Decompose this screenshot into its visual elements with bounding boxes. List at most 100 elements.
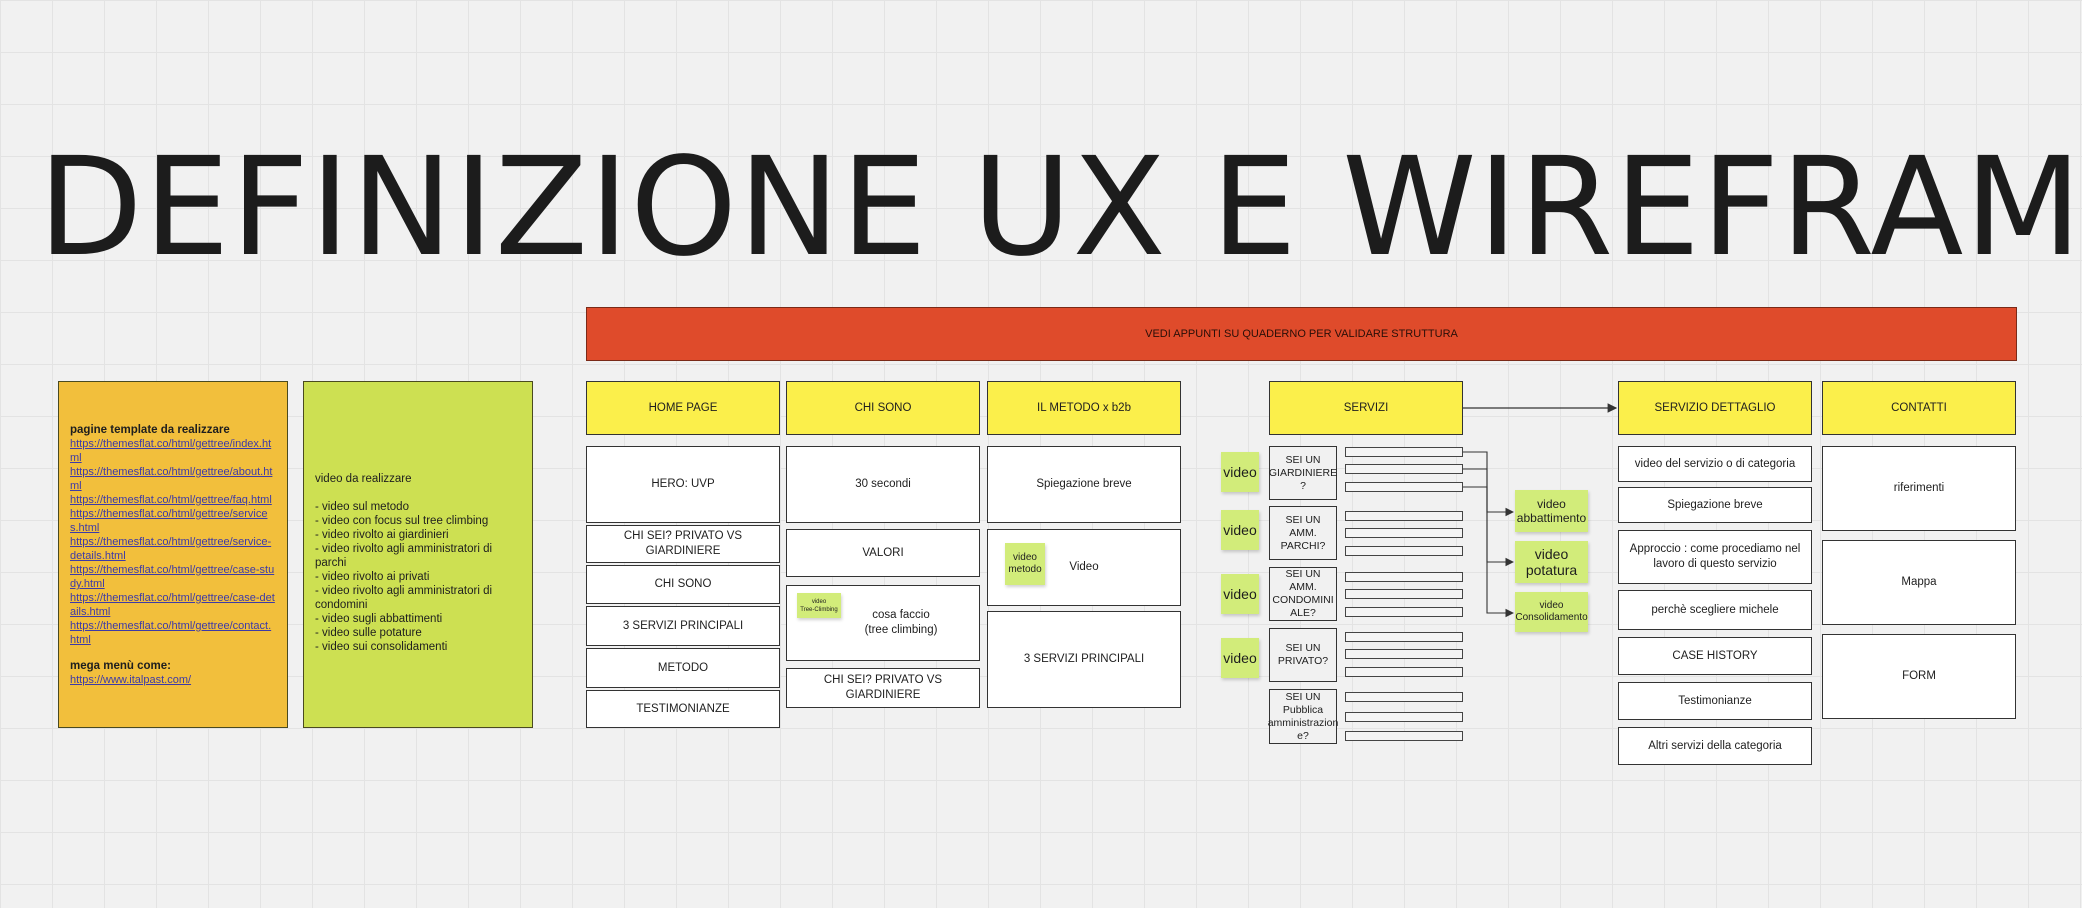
option-bar[interactable] (1345, 447, 1463, 457)
contatti-riferimenti-block[interactable]: riferimenti (1822, 446, 2016, 531)
home-chi-sei-block[interactable]: CHI SEI? PRIVATO VS GIARDINIERE (586, 525, 780, 563)
home-chi-sono-block[interactable]: CHI SONO (586, 565, 780, 604)
dettaglio-spiegazione-block[interactable]: Spiegazione breve (1618, 487, 1812, 523)
option-bar[interactable] (1345, 482, 1463, 492)
option-bar[interactable] (1345, 632, 1463, 642)
home-hero-block[interactable]: HERO: UVP (586, 446, 780, 523)
option-bar[interactable] (1345, 692, 1463, 702)
video-list-item: - video rivolto agli amministratori di p… (315, 543, 493, 569)
video-list-item: - video sui consolidamenti (315, 641, 448, 653)
dettaglio-perche-block[interactable]: perchè scegliere michele (1618, 590, 1812, 630)
block-label: cosa faccio (tree climbing) (864, 609, 938, 636)
header-label: CHI SONO (854, 402, 912, 414)
sticky-label: video potatura (1525, 546, 1578, 578)
abbattimento-connector (1463, 451, 1515, 517)
video-sticky[interactable]: video (1221, 638, 1259, 678)
video-sticky[interactable]: video (1221, 574, 1259, 614)
option-bar[interactable] (1345, 712, 1463, 722)
dettaglio-approccio-block[interactable]: Approccio : come procediamo nel lavoro d… (1618, 530, 1812, 584)
block-label: Altri servizi della categoria (1648, 739, 1782, 752)
dettaglio-altri-servizi-block[interactable]: Altri servizi della categoria (1618, 727, 1812, 765)
option-bar[interactable] (1345, 464, 1463, 474)
block-label: Spiegazione breve (1036, 478, 1132, 490)
block-label: CASE HISTORY (1672, 649, 1758, 662)
video-list-item: - video sul metodo (315, 501, 409, 513)
home-testimonianze-block[interactable]: TESTIMONIANZE (586, 690, 780, 728)
dettaglio-case-history-block[interactable]: CASE HISTORY (1618, 637, 1812, 675)
sticky-label: video (1223, 650, 1257, 666)
template-pages-note[interactable]: pagine template da realizzare https://th… (58, 381, 288, 728)
block-label: video del servizio o di categoria (1634, 457, 1796, 470)
option-bar[interactable] (1345, 511, 1463, 521)
template-link[interactable]: https://themesflat.co/html/gettree/case-… (70, 592, 275, 618)
question-label: SEI UN Pubblica amministrazion e? (1267, 690, 1339, 742)
question-amm-parchi[interactable]: SEI UN AMM. PARCHI? (1269, 506, 1337, 560)
sticky-label: video (1223, 522, 1257, 538)
contatti-form-block[interactable]: FORM (1822, 634, 2016, 719)
block-label: CHI SEI? PRIVATO VS GIARDINIERE (823, 674, 943, 701)
dettaglio-video-block[interactable]: video del servizio o di categoria (1618, 446, 1812, 482)
header-label: SERVIZI (1343, 402, 1389, 414)
header-label: IL METODO x b2b (1037, 402, 1131, 414)
option-bar[interactable] (1345, 607, 1463, 617)
video-list-item: - video con focus sul tree climbing (315, 515, 489, 527)
template-link[interactable]: https://themesflat.co/html/gettree/conta… (70, 620, 272, 646)
sticky-label: video abbattimento (1516, 497, 1587, 525)
metodo-header[interactable]: IL METODO x b2b (987, 381, 1181, 435)
template-link[interactable]: https://themesflat.co/html/gettree/servi… (70, 536, 272, 562)
home-page-header[interactable]: HOME PAGE (586, 381, 780, 435)
contatti-mappa-block[interactable]: Mappa (1822, 540, 2016, 625)
video-sticky[interactable]: video (1221, 452, 1259, 492)
chi-sono-chi-sei-block[interactable]: CHI SEI? PRIVATO VS GIARDINIERE (786, 668, 980, 708)
home-metodo-block[interactable]: METODO (586, 648, 780, 688)
block-label: perchè scegliere michele (1651, 603, 1779, 616)
video-potatura-sticky[interactable]: video potatura (1515, 541, 1588, 583)
question-privato[interactable]: SEI UN PRIVATO? (1269, 628, 1337, 682)
header-label: SERVIZIO DETTAGLIO (1654, 402, 1776, 414)
video-list-item: - video rivolto ai privati (315, 571, 430, 583)
chi-sono-header[interactable]: CHI SONO (786, 381, 980, 435)
validation-banner[interactable]: VEDI APPUNTI SU QUADERNO PER VALIDARE ST… (586, 307, 2017, 361)
sticky-label: video (1223, 586, 1257, 602)
videos-note-heading: video da realizzare (315, 473, 412, 485)
block-label: VALORI (862, 546, 904, 559)
option-bar[interactable] (1345, 589, 1463, 599)
option-bar[interactable] (1345, 649, 1463, 659)
template-link[interactable]: https://themesflat.co/html/gettree/index… (70, 438, 272, 464)
question-amm-condominiale[interactable]: SEI UN AMM. CONDOMINI ALE? (1269, 567, 1337, 621)
mega-menu-link[interactable]: https://www.italpast.com/ (70, 674, 192, 686)
metodo-spiegazione-block[interactable]: Spiegazione breve (987, 446, 1181, 523)
video-list-item: - video sugli abbattimenti (315, 613, 443, 625)
template-note-heading: pagine template da realizzare (70, 424, 230, 436)
option-bar[interactable] (1345, 528, 1463, 538)
template-link[interactable]: https://themesflat.co/html/gettree/faq.h… (70, 494, 272, 506)
sticky-label: video metodo (1008, 552, 1042, 575)
chi-sono-valori-block[interactable]: VALORI (786, 529, 980, 577)
block-label: riferimenti (1893, 482, 1945, 494)
servizio-dettaglio-header[interactable]: SERVIZIO DETTAGLIO (1618, 381, 1812, 435)
dettaglio-testimonianze-block[interactable]: Testimonianze (1618, 682, 1812, 720)
option-bar[interactable] (1345, 731, 1463, 741)
metodo-servizi-block[interactable]: 3 SERVIZI PRINCIPALI (987, 611, 1181, 708)
template-link[interactable]: https://themesflat.co/html/gettree/servi… (70, 508, 268, 534)
template-link[interactable]: https://themesflat.co/html/gettree/about… (70, 466, 273, 492)
option-bar[interactable] (1345, 572, 1463, 582)
block-label: Testimonianze (1678, 694, 1752, 707)
template-link[interactable]: https://themesflat.co/html/gettree/case-… (70, 564, 275, 590)
video-consolidamento-sticky[interactable]: video Consolidamento (1515, 592, 1588, 632)
video-sticky[interactable]: video (1221, 510, 1259, 550)
option-bar[interactable] (1345, 667, 1463, 677)
video-abbattimento-sticky[interactable]: video abbattimento (1515, 490, 1588, 532)
question-pubblica-amm[interactable]: SEI UN Pubblica amministrazion e? (1267, 689, 1339, 744)
contatti-header[interactable]: CONTATTI (1822, 381, 2016, 435)
question-giardiniere[interactable]: SEI UN GIARDINIERE ? (1269, 446, 1337, 500)
servizi-header[interactable]: SERVIZI (1269, 381, 1463, 435)
videos-note[interactable]: video da realizzare - video sul metodo -… (303, 381, 533, 728)
mega-menu-heading: mega menù come: (70, 660, 171, 672)
sticky-label: video Tree-Climbing (800, 598, 838, 613)
home-servizi-block[interactable]: 3 SERVIZI PRINCIPALI (586, 606, 780, 646)
option-bar[interactable] (1345, 546, 1463, 556)
chi-sono-30s-block[interactable]: 30 secondi (786, 446, 980, 523)
tree-climbing-video-sticky[interactable]: video Tree-Climbing (797, 593, 841, 618)
metodo-video-sticky[interactable]: video metodo (1005, 543, 1045, 585)
